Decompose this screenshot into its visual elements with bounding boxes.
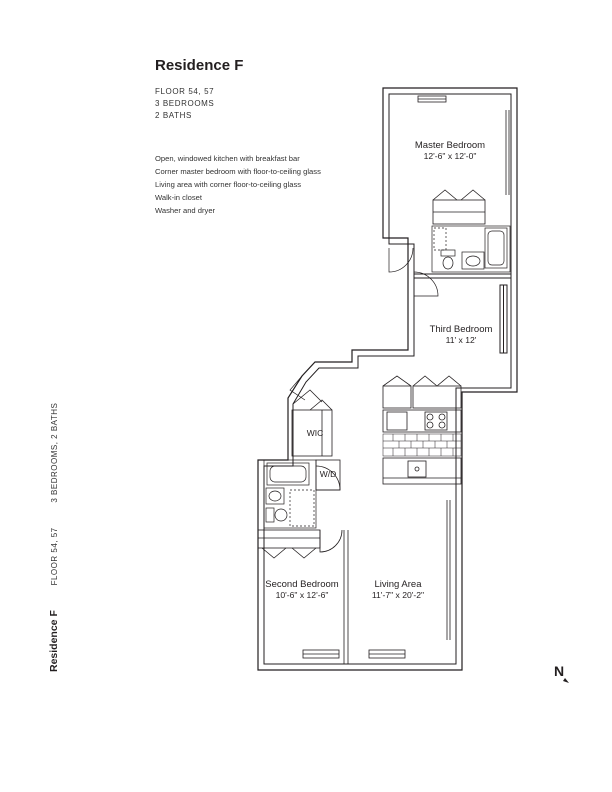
baths-text: 2 BATHS [155,111,192,120]
kitchen-sink-counter [382,457,462,485]
residence-title: Residence F [155,57,244,74]
third-bedroom-dims: 11' x 12' [446,335,477,345]
unit-specs: FLOOR 54, 57 3 BEDROOMS 2 BATHS [155,86,214,122]
second-bedroom-fixtures [257,529,349,664]
feature-item: Corner master bedroom with floor-to-ceil… [155,167,321,176]
living-window [368,500,451,659]
master-door [388,247,414,273]
washer-dryer-closet [315,459,341,491]
master-bath [431,225,511,273]
entry-and-wic [289,375,333,457]
features-list: Open, windowed kitchen with breakfast ba… [155,152,321,217]
wd-label: W/D [320,469,337,479]
master-bedroom-fixtures [417,95,510,225]
compass-letter: N [554,663,564,679]
feature-item: Washer and dryer [155,206,216,215]
feature-item: Walk-in closet [155,193,202,202]
second-bedroom-dims: 10'-6" x 12'-6" [276,590,329,600]
second-bedroom-name: Second Bedroom [265,579,338,590]
master-bedroom-name: Master Bedroom [415,140,485,151]
master-bedroom-dims: 12'-6" x 12'-0" [424,151,477,161]
breakfast-bar [382,433,462,457]
living-area-name: Living Area [374,579,422,590]
floors-text: FLOOR 54, 57 [155,87,215,96]
third-bedroom-walls [413,271,511,356]
wic-label: WIC [307,428,324,438]
north-arrow-icon: N [554,663,569,683]
second-bath [263,459,317,529]
bedrooms-text: 3 BEDROOMS [155,99,215,108]
third-bedroom-name: Third Bedroom [430,324,493,335]
living-area-dims: 11'-7" x 20'-2" [372,590,424,600]
feature-item: Living area with corner floor-to-ceiling… [155,180,302,189]
feature-item: Open, windowed kitchen with breakfast ba… [155,154,300,163]
kitchen-cabinets [382,375,462,433]
